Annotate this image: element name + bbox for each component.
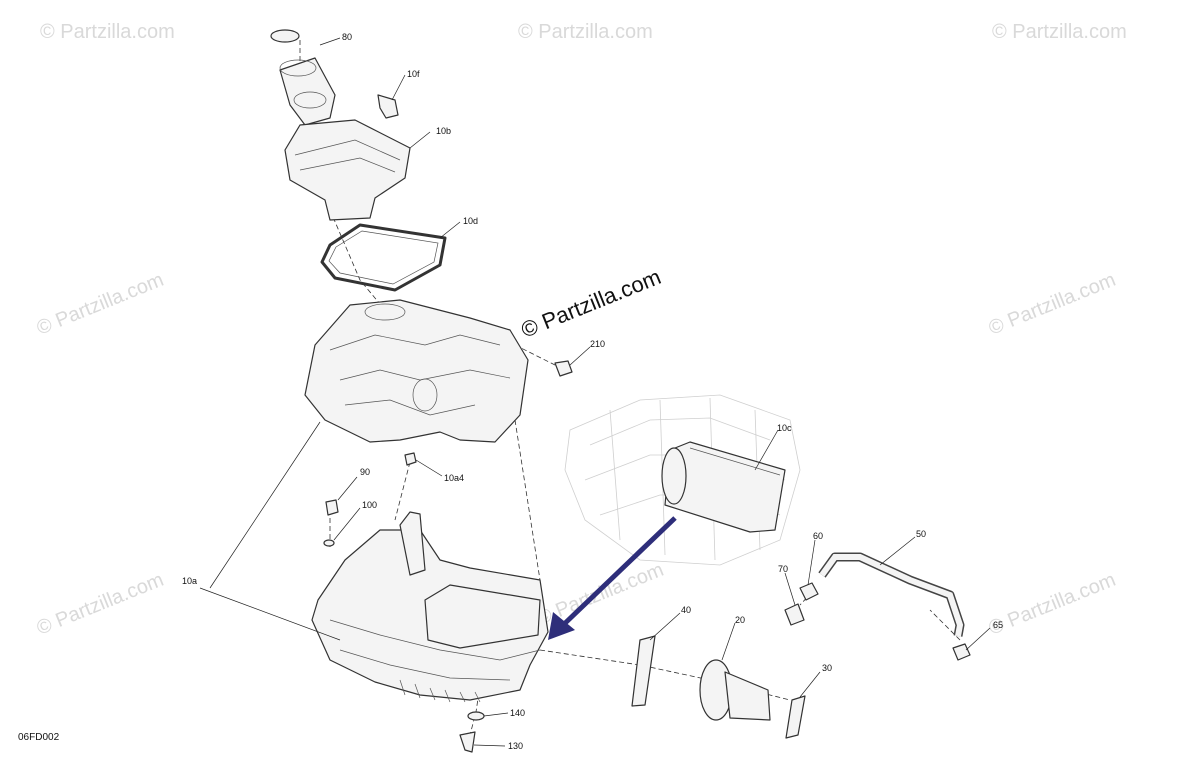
callout-10b: 10b	[436, 126, 451, 136]
watermark: © Partzilla.com	[40, 21, 175, 43]
part-70-clamp[interactable]	[784, 603, 805, 626]
watermark: © Partzilla.com	[986, 569, 1119, 640]
callout-10d: 10d	[463, 216, 478, 226]
leader-lines	[199, 37, 991, 747]
part-10c-air-filter[interactable]	[661, 441, 786, 533]
part-30-clamp[interactable]	[785, 695, 806, 739]
part-130-drain-valve[interactable]	[459, 731, 476, 753]
part-10d-gasket[interactable]	[320, 223, 447, 292]
callout-10c: 10c	[777, 423, 792, 433]
watermark: © Partzilla.com	[518, 21, 653, 43]
watermark-layer: © Partzilla.com © Partzilla.com © Partzi…	[34, 21, 1127, 640]
callout-100: 100	[362, 500, 377, 510]
part-10f-clip[interactable]	[377, 94, 399, 119]
callout-30: 30	[822, 663, 832, 673]
part-80-air-duct-boot[interactable]	[270, 29, 336, 126]
part-40-strap[interactable]	[631, 635, 656, 707]
callout-40: 40	[681, 605, 691, 615]
callout-210: 210	[590, 339, 605, 349]
part-100-washer[interactable]	[323, 539, 335, 547]
part-60-fitting[interactable]	[799, 582, 819, 601]
watermark: © Partzilla.com	[986, 269, 1119, 340]
upper-airbox-housing[interactable]	[304, 299, 529, 443]
main-watermark: © Partzilla.com	[518, 264, 665, 343]
callout-60: 60	[813, 531, 823, 541]
part-20-intake-adapter[interactable]	[699, 659, 771, 721]
part-140-ring[interactable]	[467, 711, 485, 721]
part-10b-cover[interactable]	[284, 119, 411, 221]
callout-70: 70	[778, 564, 788, 574]
callout-50: 50	[916, 529, 926, 539]
part-65-cap[interactable]	[952, 643, 971, 661]
watermark: © Partzilla.com	[34, 569, 167, 640]
callout-10a4: 10a4	[444, 473, 464, 483]
part-10a4-screw[interactable]	[404, 452, 417, 466]
diagram-code: 06FD002	[18, 732, 60, 743]
part-50-breather-hose[interactable]	[818, 552, 965, 637]
callout-10f: 10f	[407, 69, 420, 79]
callout-80: 80	[342, 32, 352, 42]
callout-140: 140	[510, 708, 525, 718]
part-90-screw[interactable]	[325, 499, 339, 516]
watermark: © Partzilla.com	[34, 269, 167, 340]
callout-labels: 80 10f 10b 10d 210 10c 90 10a4 100 10a 6…	[182, 32, 1003, 751]
install-direction-arrow	[548, 516, 677, 640]
callout-10a: 10a	[182, 576, 197, 586]
callout-130: 130	[508, 741, 523, 751]
callout-90: 90	[360, 467, 370, 477]
part-210-nut[interactable]	[554, 360, 573, 377]
callout-20: 20	[735, 615, 745, 625]
watermark: © Partzilla.com	[992, 21, 1127, 43]
callout-65: 65	[993, 620, 1003, 630]
part-10a-lower-airbox[interactable]	[311, 511, 549, 703]
